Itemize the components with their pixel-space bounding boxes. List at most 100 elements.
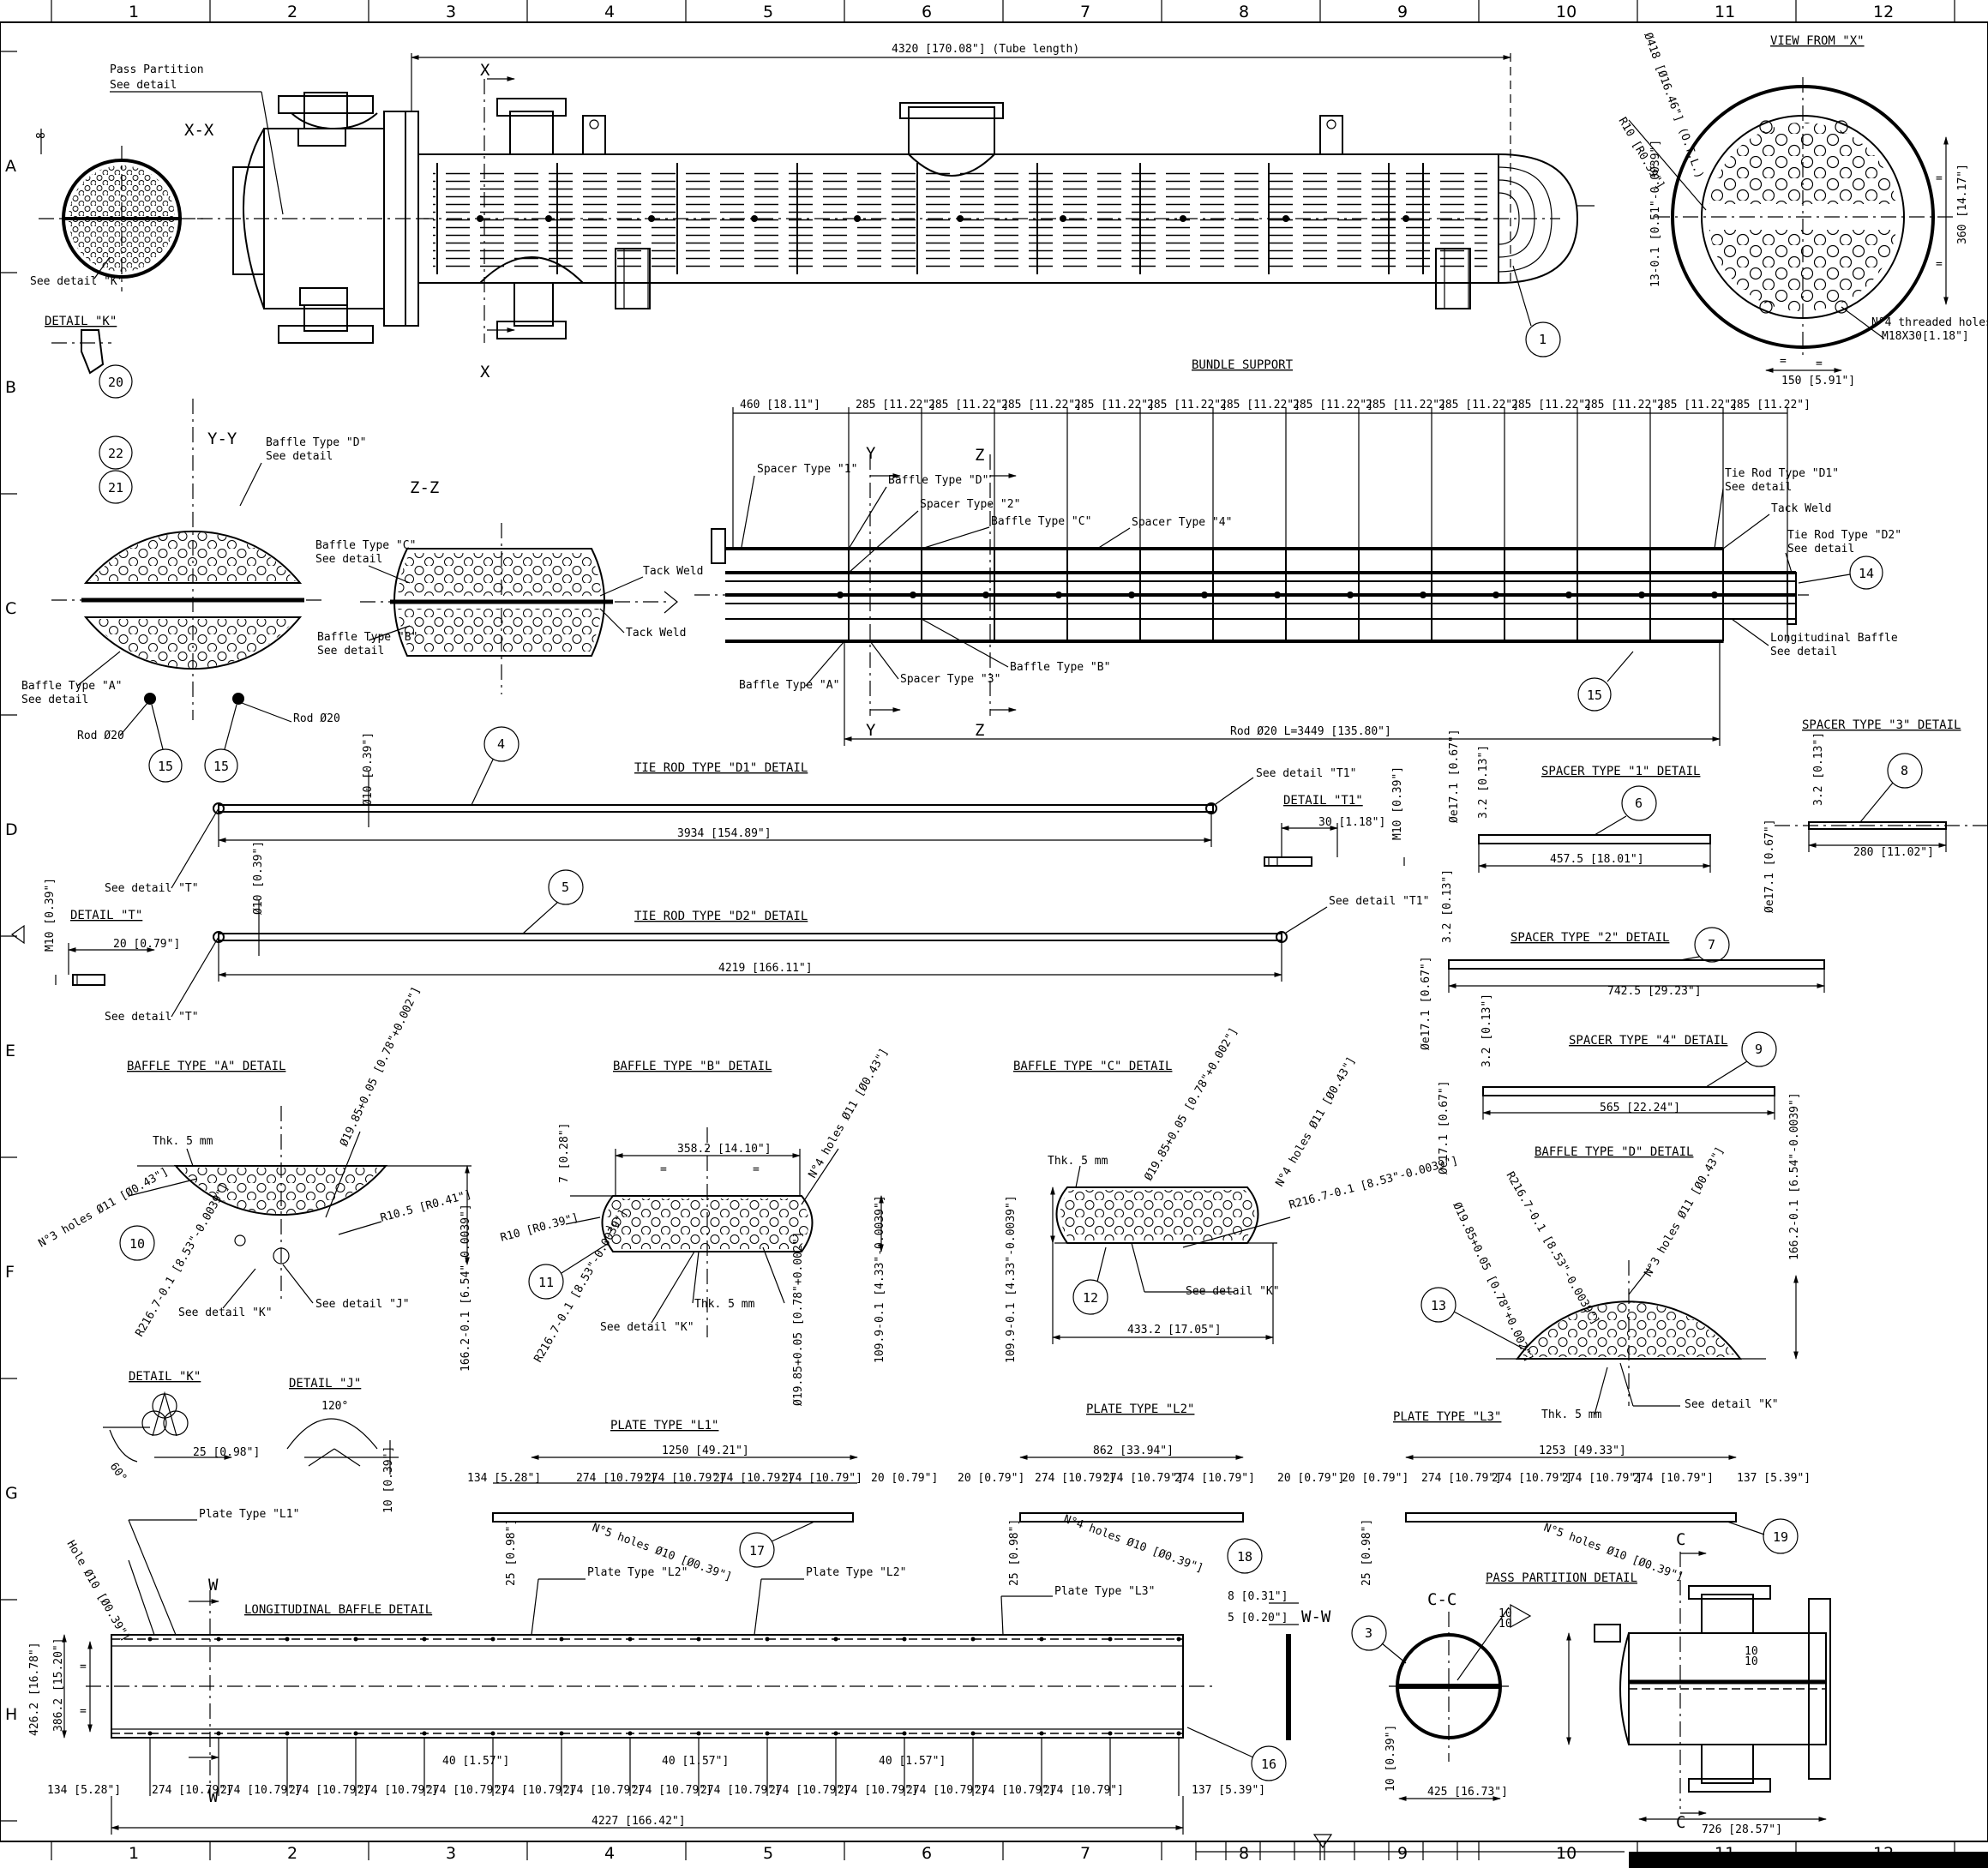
pitch-label: 285 [11.22"] (856, 399, 936, 411)
column-label: 2 (287, 3, 297, 21)
column-label: 7 (1080, 1844, 1090, 1863)
svg-text:Z-Z: Z-Z (410, 478, 439, 497)
svg-text:20 [0.79"]: 20 [0.79"] (1277, 1472, 1344, 1485)
svg-text:8 [0.31"]: 8 [0.31"] (1228, 1590, 1288, 1603)
svg-text:3: 3 (1365, 1625, 1372, 1641)
svg-text:Ø10 [0.39"]: Ø10 [0.39"] (252, 841, 265, 915)
svg-text:BAFFLE TYPE "A" DETAIL: BAFFLE TYPE "A" DETAIL (127, 1060, 285, 1073)
svg-text:25 [0.98"]: 25 [0.98"] (1360, 1519, 1373, 1586)
svg-text:3.2 [0.13"]: 3.2 [0.13"] (1441, 869, 1454, 943)
row-label: D (5, 820, 18, 839)
detail-j: DETAIL "J" 120° 10 [0.39"] (286, 1377, 399, 1513)
detail-t1: DETAIL "T1" 30 [1.18"] M10 [0.39"] (1264, 766, 1405, 867)
svg-text:15: 15 (213, 759, 229, 774)
svg-text:TIE ROD TYPE "D2" DETAIL: TIE ROD TYPE "D2" DETAIL (634, 910, 808, 923)
svg-text:134 [5.28"]: 134 [5.28"] (467, 1472, 541, 1485)
title-bar-strip (1629, 1852, 1988, 1868)
svg-text:7: 7 (1708, 937, 1715, 952)
svg-text:VIEW FROM "X": VIEW FROM "X" (1770, 34, 1865, 48)
svg-text:W-W: W-W (1301, 1607, 1331, 1626)
svg-text:15: 15 (1587, 688, 1602, 703)
svg-text:LONGITUDINAL BAFFLE DETAIL: LONGITUDINAL BAFFLE DETAIL (244, 1603, 432, 1617)
svg-text:Ø19.85+0.05 [0.78"+0.002"]: Ø19.85+0.05 [0.78"+0.002"] (792, 1232, 805, 1407)
pitch-label: 285 [11.22"] (1438, 399, 1519, 411)
svg-text:40 [1.57"]: 40 [1.57"] (879, 1755, 946, 1768)
svg-text:Tack Weld: Tack Weld (643, 565, 703, 578)
svg-text:Longitudinal Baffle: Longitudinal Baffle (1770, 632, 1898, 645)
column-label: 5 (763, 1844, 773, 1863)
svg-text:See detail: See detail (21, 694, 88, 706)
svg-text:N°3 holes Ø11 [Ø0.43"]: N°3 holes Ø11 [Ø0.43"] (1642, 1144, 1727, 1279)
svg-text:=: = (660, 1163, 667, 1176)
svg-text:13: 13 (1431, 1298, 1446, 1313)
svg-text:DETAIL "T": DETAIL "T" (70, 909, 142, 922)
svg-text:See detail: See detail (1725, 481, 1792, 494)
svg-text:360 [14.17"]: 360 [14.17"] (1956, 164, 1969, 244)
svg-text:Ø19.85+0.05 [0.78"+0.002"]: Ø19.85+0.05 [0.78"+0.002"] (1142, 1025, 1240, 1183)
svg-text:See detail: See detail (317, 645, 384, 658)
svg-text:=: = (1936, 258, 1943, 271)
svg-text:See detail: See detail (1787, 543, 1854, 556)
svg-text:See detail "K": See detail "K" (30, 275, 124, 288)
svg-text:40 [1.57"]: 40 [1.57"] (442, 1755, 509, 1768)
spacer-type-3: SPACER TYPE "3" DETAIL 280 [11.02"] 3.2 … (1763, 718, 1988, 913)
svg-text:6: 6 (1635, 796, 1643, 811)
svg-text:BAFFLE TYPE "C" DETAIL: BAFFLE TYPE "C" DETAIL (1013, 1060, 1172, 1073)
column-label: 4 (604, 3, 615, 21)
svg-text:274 [10.79"]: 274 [10.79"] (1035, 1472, 1115, 1485)
svg-text:Baffle Type "B": Baffle Type "B" (1010, 661, 1110, 674)
pitch-label: 285 [11.22"] (1293, 399, 1373, 411)
svg-text:274 [10.79"]: 274 [10.79"] (782, 1472, 862, 1485)
pitch-label: 274 [10.79"] (769, 1784, 850, 1797)
section-yy: Y-Y Baffle Type "D" See detail Baffle Ty… (21, 399, 366, 783)
svg-text:20: 20 (108, 375, 123, 390)
pitch-label: 285 [11.22"] (928, 399, 1009, 411)
svg-text:SPACER TYPE "1" DETAIL: SPACER TYPE "1" DETAIL (1541, 765, 1700, 778)
svg-text:20 [0.79"]: 20 [0.79"] (113, 938, 180, 951)
svg-text:10: 10 (129, 1236, 145, 1252)
pitch-label: 274 [10.79"] (426, 1784, 507, 1797)
svg-text:9: 9 (1755, 1042, 1763, 1057)
svg-text:=: = (1936, 172, 1943, 185)
svg-text:15: 15 (158, 759, 173, 774)
svg-text:Y: Y (866, 444, 876, 463)
tie-rod-d2: TIE ROD TYPE "D2" DETAIL 4219 [166.11"] … (105, 841, 1429, 1024)
svg-text:DETAIL "T1": DETAIL "T1" (1283, 794, 1363, 808)
center-mark-icon (1312, 1834, 1333, 1849)
svg-text:742.5 [29.23"]: 742.5 [29.23"] (1607, 985, 1702, 998)
svg-text:PLATE TYPE "L2": PLATE TYPE "L2" (1086, 1403, 1194, 1416)
svg-text:See detail "K": See detail "K" (600, 1321, 694, 1334)
svg-text:Plate Type "L2": Plate Type "L2" (587, 1566, 688, 1579)
svg-text:PASS PARTITION DETAIL: PASS PARTITION DETAIL (1486, 1571, 1637, 1585)
svg-text:Y-Y: Y-Y (207, 429, 237, 448)
svg-text:11: 11 (538, 1275, 554, 1290)
svg-text:21: 21 (108, 480, 123, 496)
scale-bar (1195, 1834, 1625, 1860)
svg-text:1: 1 (1539, 332, 1547, 347)
svg-text:W: W (208, 1787, 219, 1806)
svg-text:See detail "T": See detail "T" (105, 1011, 199, 1024)
svg-text:274 [10.79"]: 274 [10.79"] (713, 1472, 794, 1485)
svg-text:C-C: C-C (1427, 1590, 1456, 1609)
column-label: 9 (1397, 3, 1408, 21)
svg-text:Y: Y (866, 721, 876, 740)
svg-text:Thk. 5 mm: Thk. 5 mm (153, 1135, 213, 1148)
baffle-d-detail: BAFFLE TYPE "D" DETAIL 166.2-0.1 [6.54"-… (1420, 1092, 1801, 1421)
pitch-label: 285 [11.22"] (1147, 399, 1228, 411)
svg-text:25 [0.98"]: 25 [0.98"] (1008, 1519, 1021, 1586)
svg-text:10: 10 (1499, 1618, 1512, 1631)
pitch-label: 285 [11.22"] (1366, 399, 1446, 411)
pitch-label: 285 [11.22"] (1220, 399, 1300, 411)
main-assembly-view: 8 X-X See detail "K" Pass Partition See … (30, 43, 1595, 381)
svg-text:358.2 [14.10"]: 358.2 [14.10"] (677, 1143, 772, 1156)
svg-text:Spacer Type "4": Spacer Type "4" (1132, 516, 1232, 529)
pitch-label: 274 [10.79"] (838, 1784, 918, 1797)
plate-l2: PLATE TYPE "L2" 862 [33.94"] 20 [0.79"] … (958, 1403, 1344, 1586)
baffle-c-detail: BAFFLE TYPE "C" DETAIL Thk. 5 mm Ø19.85+… (1005, 1025, 1460, 1363)
column-label: 7 (1080, 3, 1090, 21)
svg-text:Plate Type "L2": Plate Type "L2" (806, 1566, 906, 1579)
svg-text:Z: Z (975, 446, 984, 465)
svg-text:Thk. 5 mm: Thk. 5 mm (1541, 1409, 1602, 1421)
